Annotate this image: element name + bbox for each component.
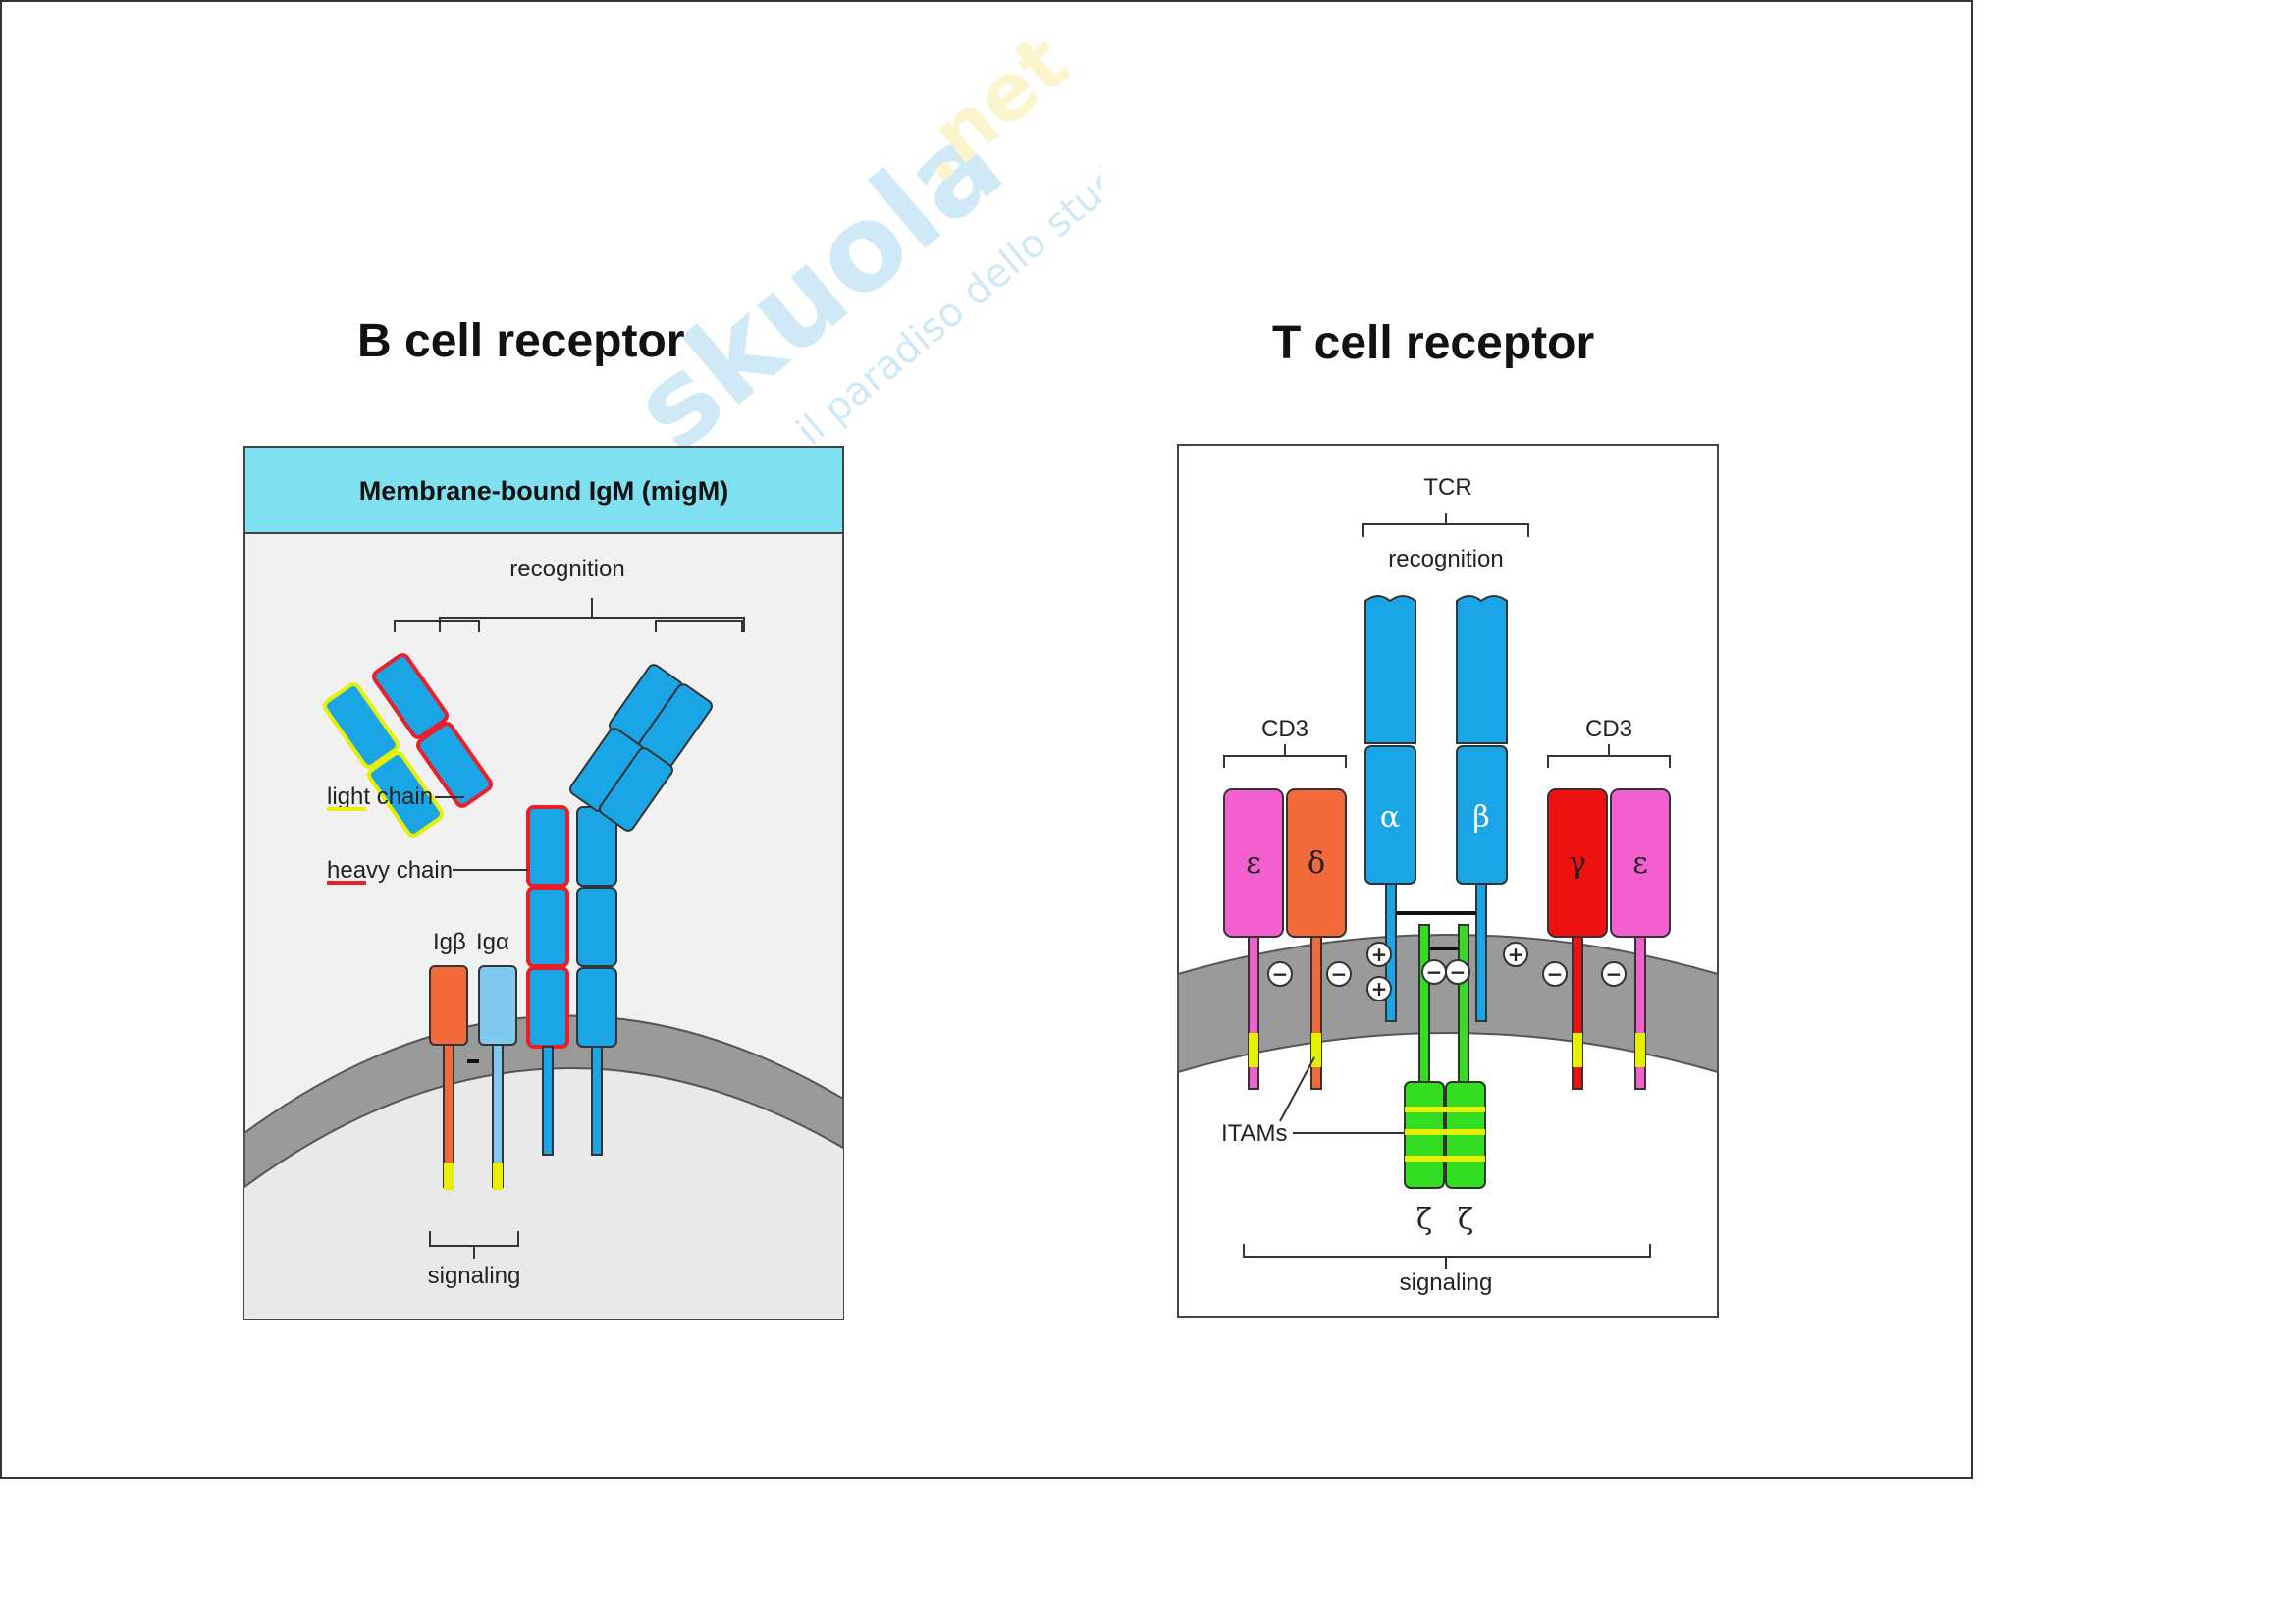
b-cell-diagram: Membrane-bound IgM (migM) recognition [243,446,844,1320]
t-signaling-label: signaling [1400,1270,1493,1296]
b-heavy-chain-label: heavy chain [327,857,453,884]
t-beta-symbol: β [1472,800,1489,835]
t-zeta-left-symbol: ζ [1416,1203,1432,1237]
t-itams-label: ITAMs [1221,1120,1288,1147]
t-cd3-left-label: CD3 [1261,716,1308,742]
b-ig-alpha-label: Igα [476,929,509,955]
b-signaling-label: signaling [428,1263,521,1289]
svg-text:−: − [1450,960,1467,984]
b-ig-alpha [479,966,516,1045]
svg-text:+: + [1371,943,1388,966]
b-ig-beta [430,966,467,1045]
watermark-logo: skuola .net il paradiso dello studente [552,41,1101,493]
watermark-brand: skuola [609,95,1028,478]
svg-text:−: − [1331,962,1348,986]
svg-text:−: − [1606,962,1623,986]
slide-frame: skuola .net il paradiso dello studente B… [0,0,1973,1479]
b-cell-receptor-heading: B cell receptor [357,314,684,368]
watermark-tld: .net [891,41,1086,200]
t-tcr-label: TCR [1423,474,1471,501]
b-banner-title: Membrane-bound IgM (migM) [359,476,728,506]
t-recognition-label: recognition [1388,546,1503,572]
t-cell-diagram: TCR recognition α β CD3 ε δ CD3 [1177,444,1719,1318]
t-cell-receptor-heading: T cell receptor [1272,316,1594,370]
b-recognition-label: recognition [509,556,624,582]
svg-text:−: − [1426,960,1443,984]
b-light-chain-label: light chain [327,784,433,810]
watermark-tagline: il paradiso dello studente [788,100,1101,455]
t-epsilon-left-symbol: ε [1246,846,1261,881]
t-gamma-symbol: γ [1569,846,1586,881]
t-delta-symbol: δ [1308,846,1325,881]
b-ig-beta-label: Igβ [433,929,466,955]
svg-text:−: − [1272,962,1289,986]
t-cd3-right-label: CD3 [1585,716,1632,742]
t-alpha-symbol: α [1380,800,1400,835]
svg-text:+: + [1508,943,1524,966]
svg-text:−: − [1547,962,1564,986]
t-epsilon-right-symbol: ε [1632,846,1648,881]
svg-text:+: + [1371,977,1388,1001]
t-zeta-right-symbol: ζ [1458,1203,1473,1237]
